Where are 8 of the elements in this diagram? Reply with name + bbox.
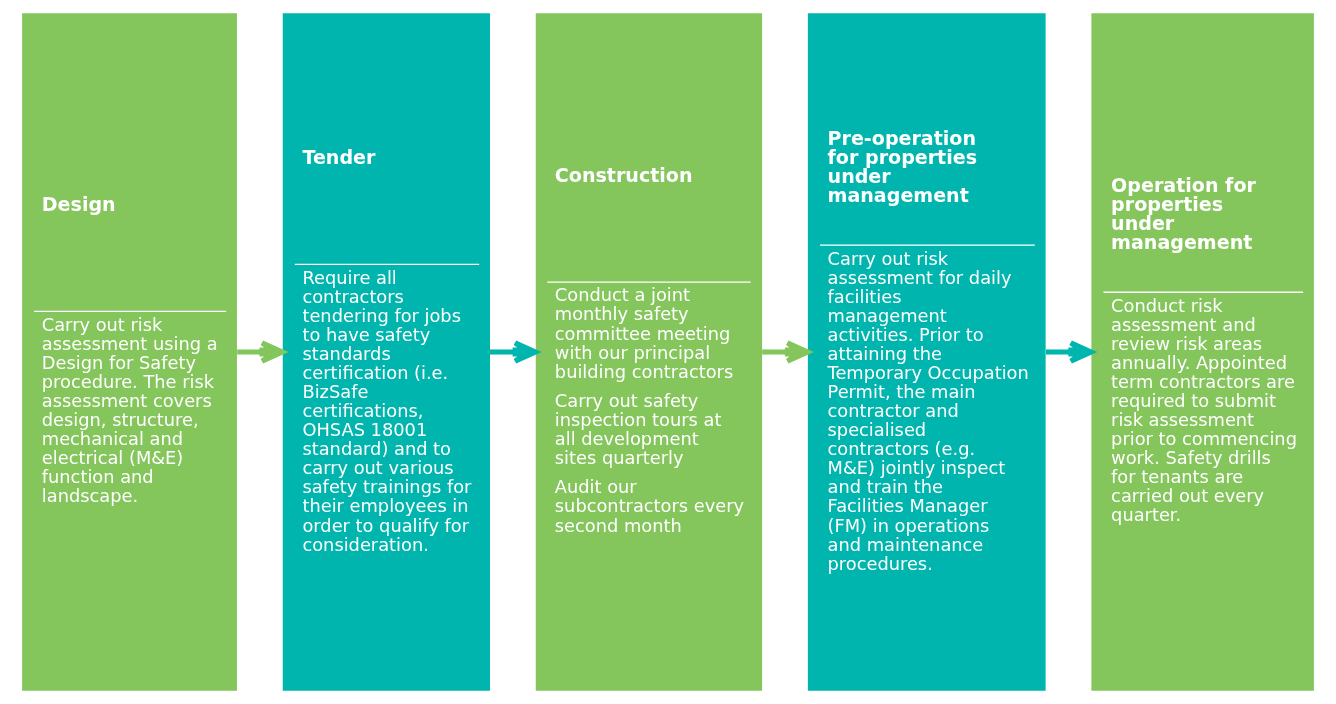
node-box: Design Carry out risk assessment using a Design for Safety procedure. The risk assessment covers design, structure, mechanical and electrical (M&E) function and landscape. xyxy=(22,13,237,691)
arrow xyxy=(490,340,539,364)
node-box: Construction Conduct a joint monthly safety committee meeting with our principal building contractors Carry out safety inspection tours at all development sites quarterly Audit our subcontractors every second month xyxy=(535,13,763,691)
arrow xyxy=(1045,340,1094,364)
node-box: Pre-operation for properties under management Carry out risk assessment for daily facilities management activities. Prior to attaining the Temporary Occupation Permit, the main contractor and specialised contractors (e.g. M&E) jointly inspect and train the Facilities Manager (FM) in operations and maintenance procedures. xyxy=(807,13,1046,691)
arrow xyxy=(762,340,811,364)
node-box: Tender Require all contractors tendering for jobs to have safety standards certification (i.e. BizSafe certifications, OHSAS 18001 standard) and to carry out various safety trainings for their employees in order to qualify for consideration. xyxy=(282,13,490,691)
node-box: Operation for properties under management Conduct risk assessment and review risk areas annually. Appointed term contractors are required to submit risk assessment prior to commencing work. Safety drills for tenants are carried out every quarter. xyxy=(1091,13,1314,691)
